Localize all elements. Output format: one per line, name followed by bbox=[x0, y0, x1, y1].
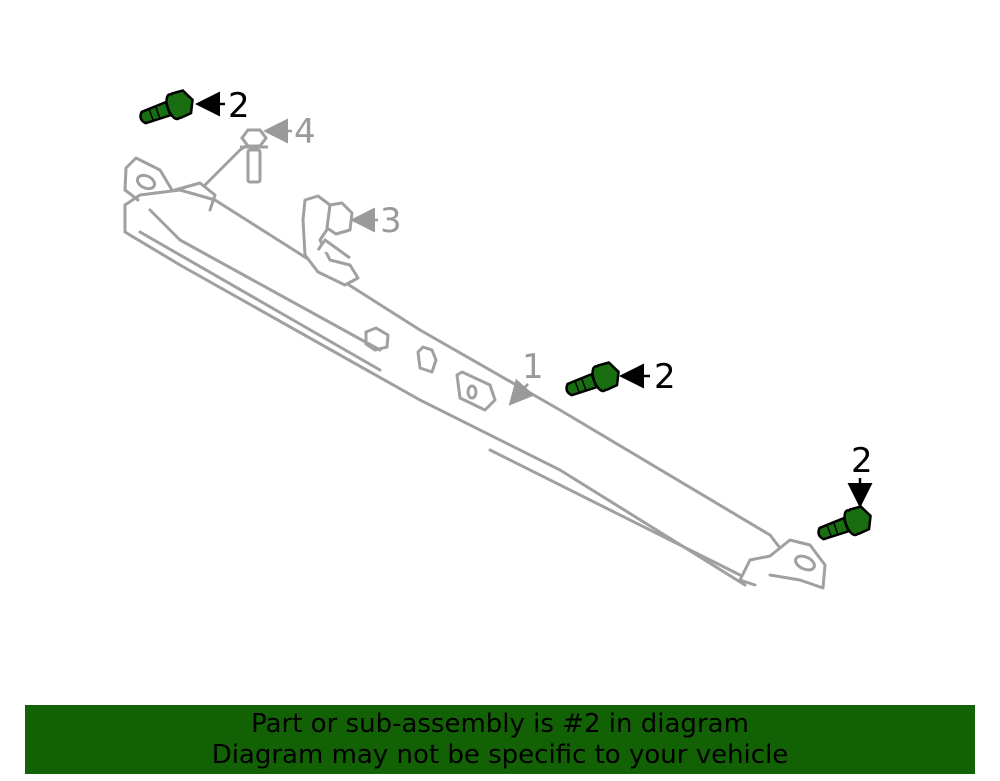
callout-label-2: 2 bbox=[851, 441, 873, 481]
callout-leaders bbox=[195, 91, 873, 508]
callout-label-2: 2 bbox=[654, 357, 676, 397]
callout-label-4: 4 bbox=[294, 112, 316, 152]
parts-diagram: 2 2 2 4 3 1 bbox=[123, 86, 873, 590]
callout-label-2: 2 bbox=[228, 86, 250, 126]
clip-part-3 bbox=[301, 194, 360, 287]
screw-part-2-c bbox=[817, 505, 872, 541]
bracket-part-1 bbox=[123, 138, 827, 590]
screw-part-2-b bbox=[565, 361, 620, 397]
banner-line-2: Diagram may not be specific to your vehi… bbox=[211, 739, 789, 770]
callout-label-3: 3 bbox=[380, 201, 402, 241]
info-banner: Part or sub-assembly is #2 in diagram Di… bbox=[25, 705, 975, 774]
bolt-part-4 bbox=[240, 128, 268, 184]
banner-line-1: Part or sub-assembly is #2 in diagram bbox=[251, 708, 749, 739]
callout-label-1: 1 bbox=[522, 347, 544, 387]
screw-part-2-a bbox=[139, 89, 194, 125]
